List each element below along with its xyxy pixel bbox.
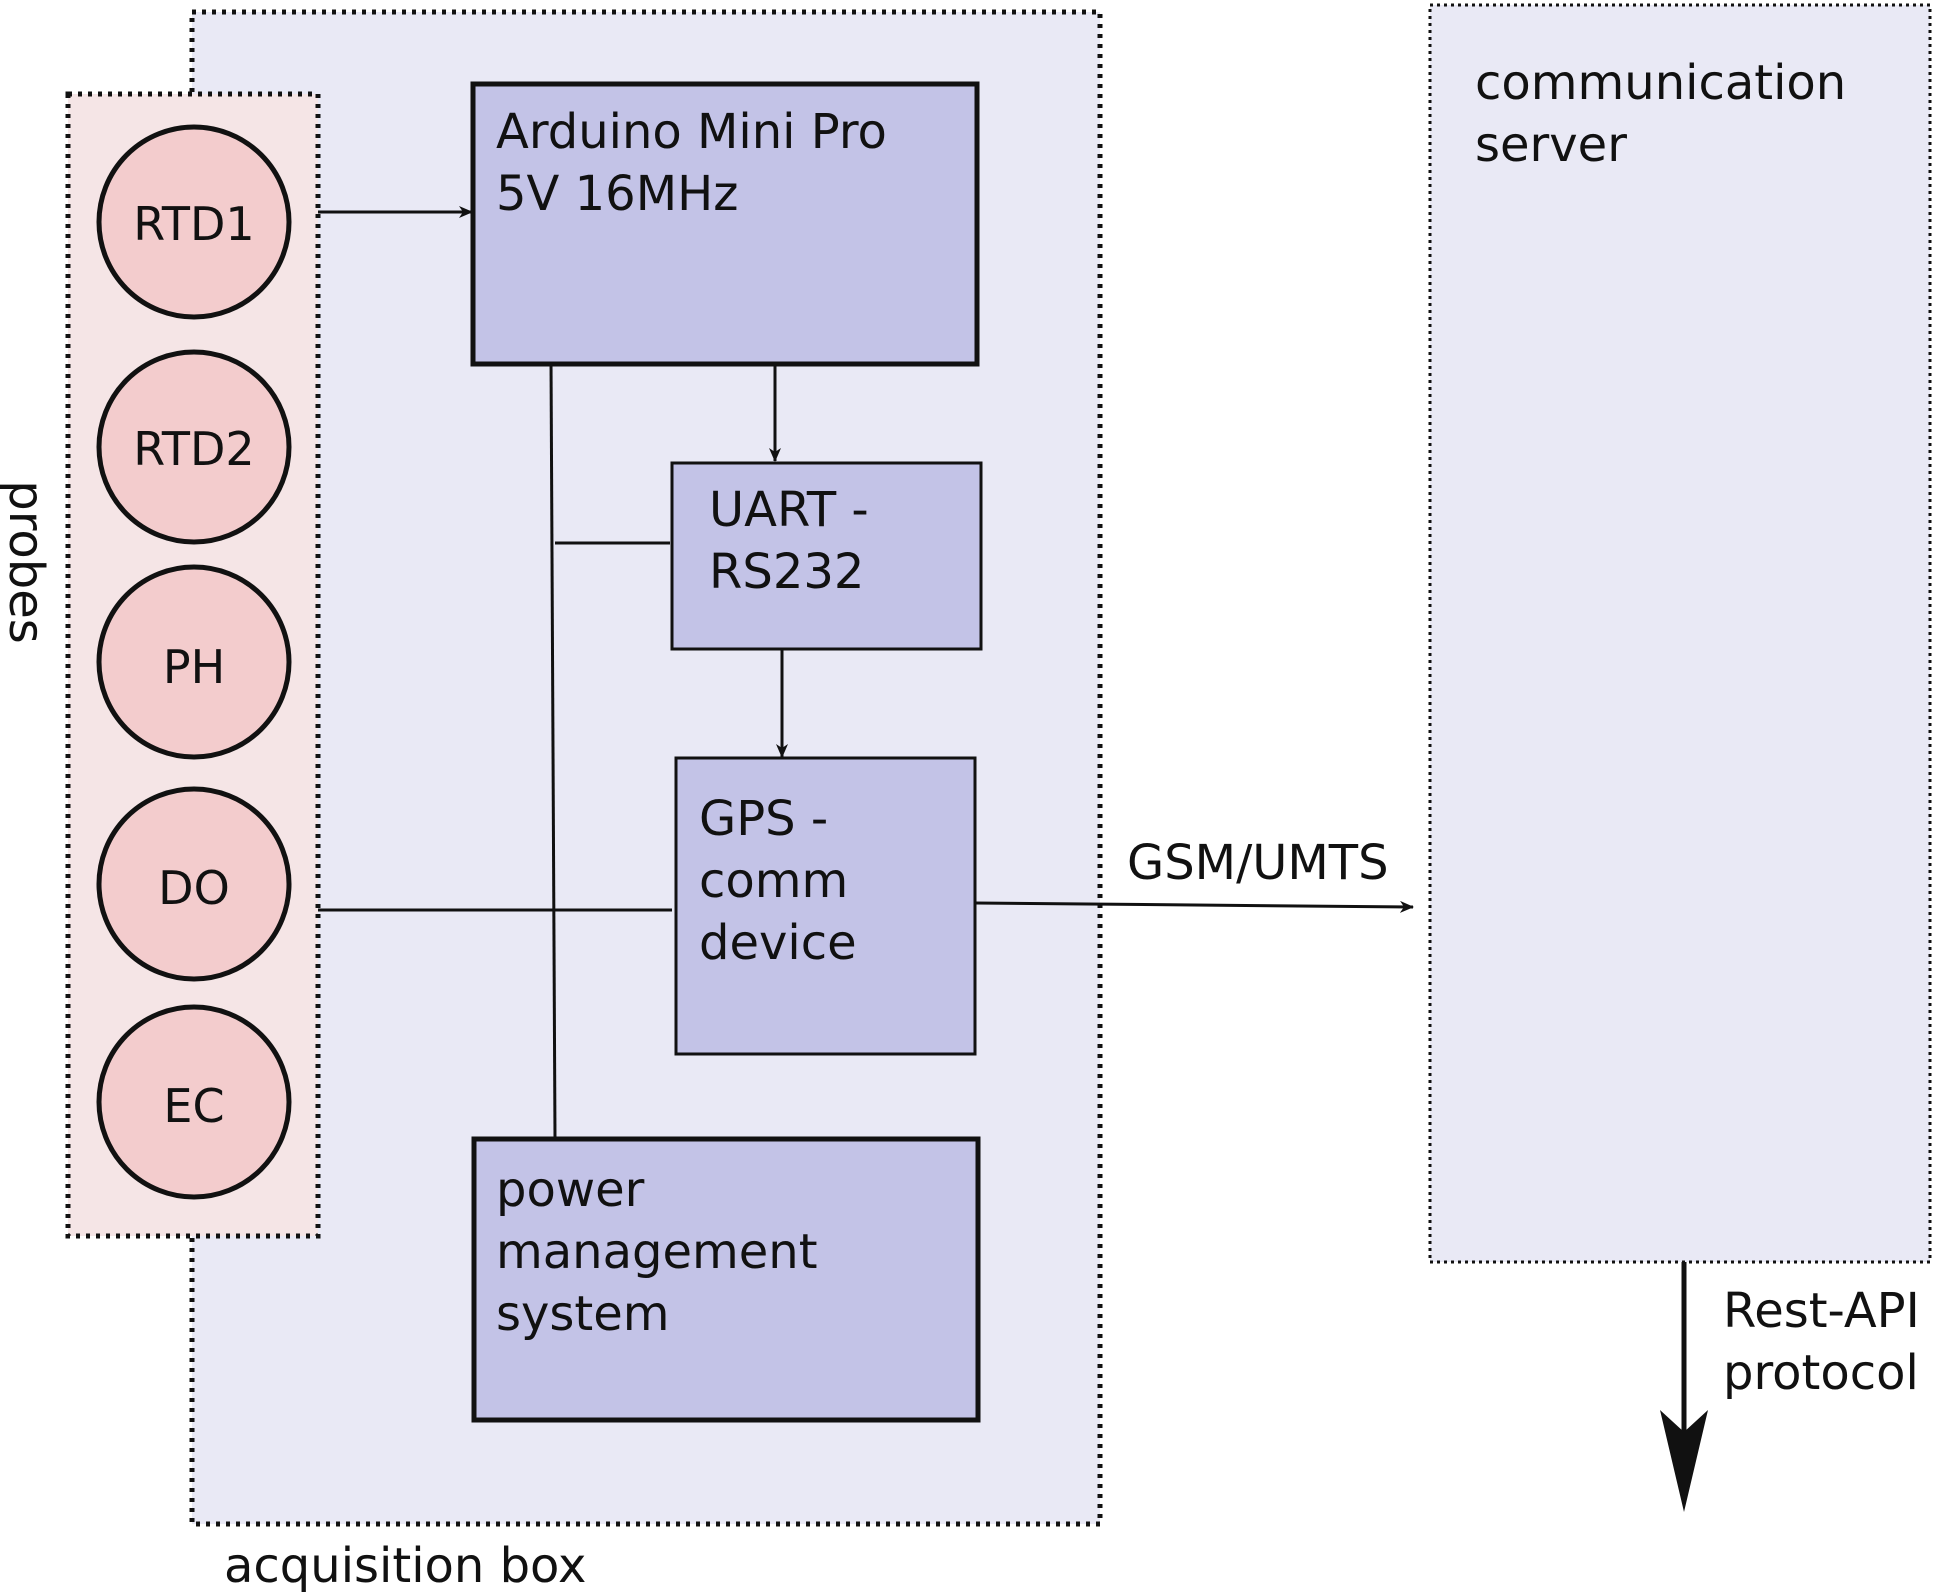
probe-do: DO [96,786,292,982]
probe-ph: PH [96,564,292,760]
gsm-umts-label: GSM/UMTS [1127,835,1389,891]
probe-rtd1: RTD1 [96,124,292,320]
uart-block [670,461,983,651]
probe-label: EC [163,1079,224,1133]
probe-label: RTD1 [133,197,254,251]
probe-circle [96,564,292,760]
probe-label: DO [158,861,230,915]
gps-label-line-3: device [699,915,857,971]
probe-rtd2: RTD2 [96,349,292,545]
probe-label: PH [163,640,225,694]
acquisition-box-label: acquisition box [224,1538,586,1594]
probe-circle [96,349,292,545]
rest-api-label-line-1: Rest-API [1723,1283,1920,1339]
rest-api-arrowhead [1660,1410,1708,1512]
gps-label-line-2: comm [699,853,848,909]
gps-label-line-1: GPS - [699,791,828,847]
arduino-label-line-1: Arduino Mini Pro [496,104,887,160]
power-label-line-2: management [496,1224,818,1280]
server-label-line-1: communication [1475,55,1846,111]
probe-ec: EC [96,1004,292,1200]
power-block [471,1136,981,1423]
power-label-line-1: power [496,1162,645,1218]
rest-api-label-line-2: protocol [1723,1345,1919,1401]
probes-label: probes [0,480,54,644]
power-label-line-3: system [496,1286,670,1342]
gps-block [674,756,977,1056]
gps-to-server-arrow [974,900,1414,913]
arduino-power-wire [549,359,557,1139]
probe-circle [96,124,292,320]
probe-label: RTD2 [133,422,254,476]
arduino-block [470,81,980,367]
server-label-line-2: server [1475,117,1627,173]
uart-label-line-2: RS232 [709,544,864,600]
probe-circle [96,786,292,982]
arduino-label-line-2: 5V 16MHz [496,166,738,222]
probe-circle [96,1004,292,1200]
communication-server-box [1428,3,1932,1264]
uart-label-line-1: UART - [709,482,869,538]
